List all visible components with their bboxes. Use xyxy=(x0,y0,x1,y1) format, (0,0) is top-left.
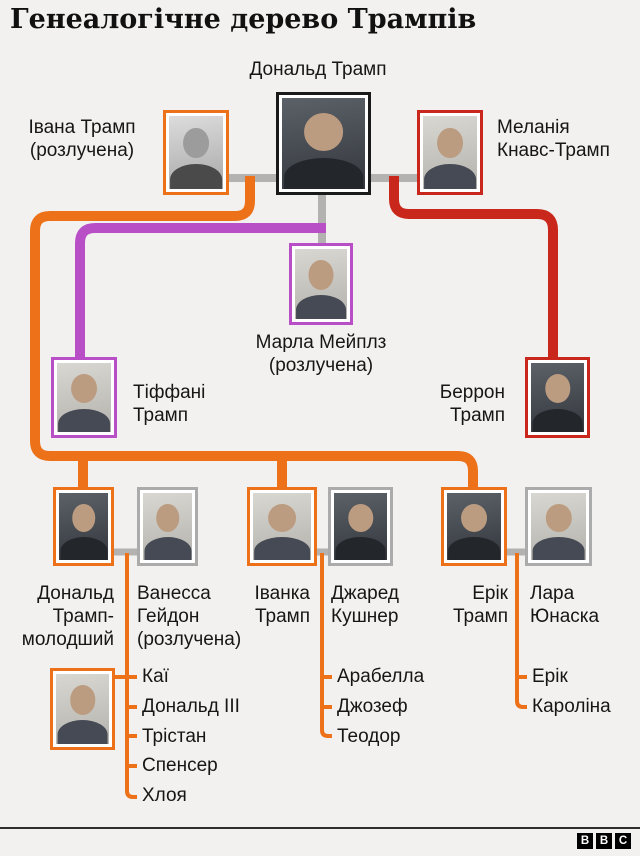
don-jr-label: Дональд Трамп- молодший xyxy=(0,582,114,651)
bbc-logo-block-3: C xyxy=(615,833,631,849)
ivanka-name-2: Трамп xyxy=(254,606,310,627)
jared-portrait xyxy=(334,493,387,560)
vanessa-status: (розлучена) xyxy=(137,629,242,650)
ivanka-photo xyxy=(247,487,317,566)
kid-carolina: Кароліна xyxy=(532,695,611,717)
don-jr-portrait xyxy=(59,493,108,560)
ivana-status: (розлучена) xyxy=(29,140,135,161)
melania-name-1: Меланія xyxy=(497,117,570,138)
ivanka-kids-ticks xyxy=(322,675,332,709)
melania-photo xyxy=(417,110,483,195)
ivanka-portrait xyxy=(253,493,311,560)
don-jr-name-3: молодший xyxy=(21,629,114,650)
kid-eric: Ерік xyxy=(532,666,568,687)
donald-portrait xyxy=(282,98,365,189)
vanessa-name-2: Гейдон xyxy=(137,606,200,627)
tiffany-portrait xyxy=(57,363,111,432)
vanessa-name-1: Ванесса xyxy=(137,583,211,604)
barron-label: Беррон Трамп xyxy=(375,381,505,427)
melania-label: Меланія Кнавс-Трамп xyxy=(497,116,637,162)
don-jr-photo xyxy=(53,487,114,566)
lara-portrait xyxy=(531,493,586,560)
kid-kai: Каї xyxy=(142,666,169,687)
bbc-logo: B B C xyxy=(577,833,631,849)
ivana-portrait xyxy=(169,116,223,189)
eric-kids-line xyxy=(515,553,527,709)
bbc-logo-block-2: B xyxy=(596,833,612,849)
barron-name-1: Беррон xyxy=(439,382,505,403)
tiffany-label: Тіффані Трамп xyxy=(133,381,243,427)
don-jr-name-2: Трамп- xyxy=(52,606,114,627)
jared-photo xyxy=(328,487,393,566)
bbc-logo-block-1: B xyxy=(577,833,593,849)
jared-label: Джаред Кушнер xyxy=(331,582,441,628)
eric-kids-list: Ерік Кароліна xyxy=(532,662,611,722)
donjr-kids-ticks xyxy=(127,675,137,768)
jared-name-1: Джаред xyxy=(331,583,399,604)
vanessa-photo xyxy=(137,487,198,566)
lara-photo xyxy=(525,487,592,566)
marla-children-line xyxy=(75,223,326,360)
ivana-label: Івана Трамп (розлучена) xyxy=(8,116,156,162)
melania-name-2: Кнавс-Трамп xyxy=(497,140,610,161)
eric-name-1: Ерік xyxy=(472,583,508,604)
eric-portrait xyxy=(447,493,501,560)
barron-name-2: Трамп xyxy=(449,405,505,426)
kid-tristan: Трістан xyxy=(142,725,207,747)
donald-label: Дональд Трамп xyxy=(249,59,387,80)
footer-divider xyxy=(0,827,640,829)
marla-status: (розлучена) xyxy=(268,355,374,376)
kai-photo xyxy=(50,668,115,750)
kid-theodore: Теодор xyxy=(337,725,401,747)
lara-name-1: Лара xyxy=(530,583,575,604)
eric-name-2: Трамп xyxy=(452,606,508,627)
marla-label: Марла Мейплз (розлучена) xyxy=(231,331,411,377)
barron-photo xyxy=(525,357,590,438)
melania-portrait xyxy=(423,116,477,189)
kid-spencer: Спенсер xyxy=(142,755,218,777)
tiffany-photo xyxy=(51,357,117,438)
ivanka-label: Іванка Трамп xyxy=(200,582,310,628)
donald-photo xyxy=(276,92,371,195)
page-title: Генеалогічне дерево Трампів xyxy=(10,4,477,35)
tiffany-name-2: Трамп xyxy=(133,405,189,426)
ivana-children-line xyxy=(30,176,478,490)
ivanka-name-1: Іванка xyxy=(254,583,310,604)
lara-name-2: Юнаска xyxy=(530,606,600,627)
don-jr-kids-list: Каї Дональд III Трістан Спенсер Хлоя xyxy=(142,662,240,811)
kid-donald-iii: Дональд III xyxy=(142,695,240,717)
marla-portrait xyxy=(295,249,347,319)
don-jr-name-1: Дональд xyxy=(37,583,114,604)
barron-portrait xyxy=(531,363,584,432)
eric-label: Ерік Трамп xyxy=(398,582,508,628)
lara-label: Лара Юнаска xyxy=(530,582,635,628)
vanessa-label: Ванесса Гейдон (розлучена) xyxy=(137,582,257,651)
tiffany-name-1: Тіффані xyxy=(133,382,206,403)
vanessa-portrait xyxy=(143,493,192,560)
jared-name-2: Кушнер xyxy=(331,606,399,627)
ivana-name: Івана Трамп xyxy=(28,117,136,138)
melania-children-line xyxy=(389,176,558,360)
marla-name: Марла Мейплз xyxy=(255,332,387,353)
ivana-photo xyxy=(163,110,229,195)
kid-arabella: Арабелла xyxy=(337,666,425,687)
ivanka-kids-list: Арабелла Джозеф Теодор xyxy=(337,662,424,751)
ivanka-kids-line xyxy=(320,553,332,738)
eric-photo xyxy=(441,487,507,566)
kai-portrait xyxy=(56,674,109,744)
marla-photo xyxy=(289,243,353,325)
kid-chloe: Хлоя xyxy=(142,785,187,807)
kid-joseph: Джозеф xyxy=(337,695,408,717)
donjr-kids-line xyxy=(125,553,137,799)
